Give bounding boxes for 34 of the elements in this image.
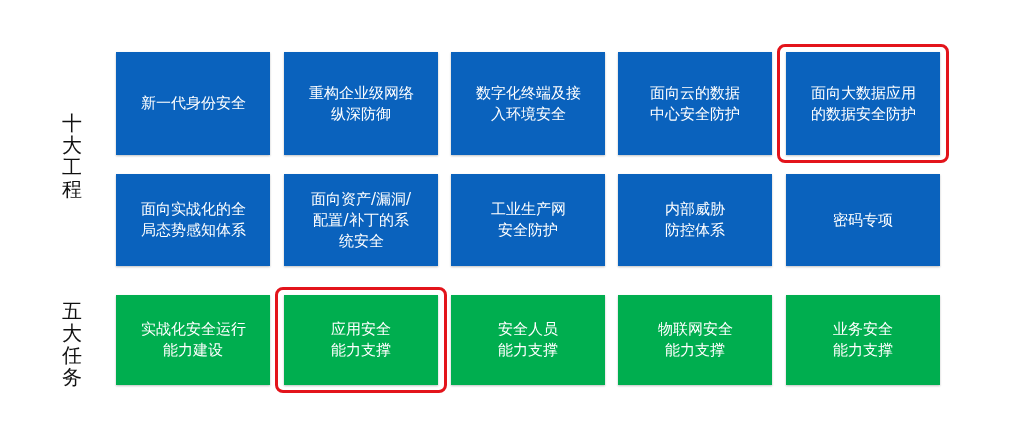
task-box (116, 295, 270, 385)
task-box (116, 174, 270, 266)
task-box (618, 52, 772, 155)
box-text: 新一代身份安全 (139, 93, 247, 114)
task-box (451, 295, 605, 385)
task-box (451, 52, 605, 155)
box-text: 密码专项 (832, 209, 894, 231)
task-box (786, 295, 940, 385)
box-text: 面向云的数据中心安全防护 (649, 82, 741, 125)
box-text: 数字化终端及接入环境安全 (474, 82, 582, 125)
box-text: 内部威胁防控体系 (664, 199, 726, 241)
box-text: 实战化安全运行能力建设 (139, 319, 247, 361)
category-label: 五大任务 (62, 300, 82, 388)
highlight-frame (275, 287, 447, 393)
box-text: 面向资产/漏洞/配置/补丁的系统安全 (309, 188, 413, 252)
task-box (451, 174, 605, 266)
box-text: 物联网安全能力支撑 (656, 319, 734, 361)
box-text: 应用安全能力支撑 (330, 319, 392, 361)
box-text: 面向大数据应用的数据安全防护 (809, 82, 917, 125)
task-box (618, 174, 772, 266)
box-text: 重构企业级网络纵深防御 (307, 82, 415, 125)
task-box (284, 295, 438, 385)
category-label: 十大工程 (62, 112, 82, 200)
task-box (284, 174, 438, 266)
box-text: 面向实战化的全局态势感知体系 (139, 199, 247, 241)
task-box (786, 52, 940, 155)
task-box (284, 52, 438, 155)
task-box (786, 174, 940, 266)
highlight-frame (777, 44, 949, 163)
box-text: 工业生产网安全防护 (489, 199, 567, 241)
box-text: 安全人员能力支撑 (497, 319, 559, 361)
task-box (618, 295, 772, 385)
task-box (116, 52, 270, 155)
box-text: 业务安全能力支撑 (832, 319, 894, 361)
